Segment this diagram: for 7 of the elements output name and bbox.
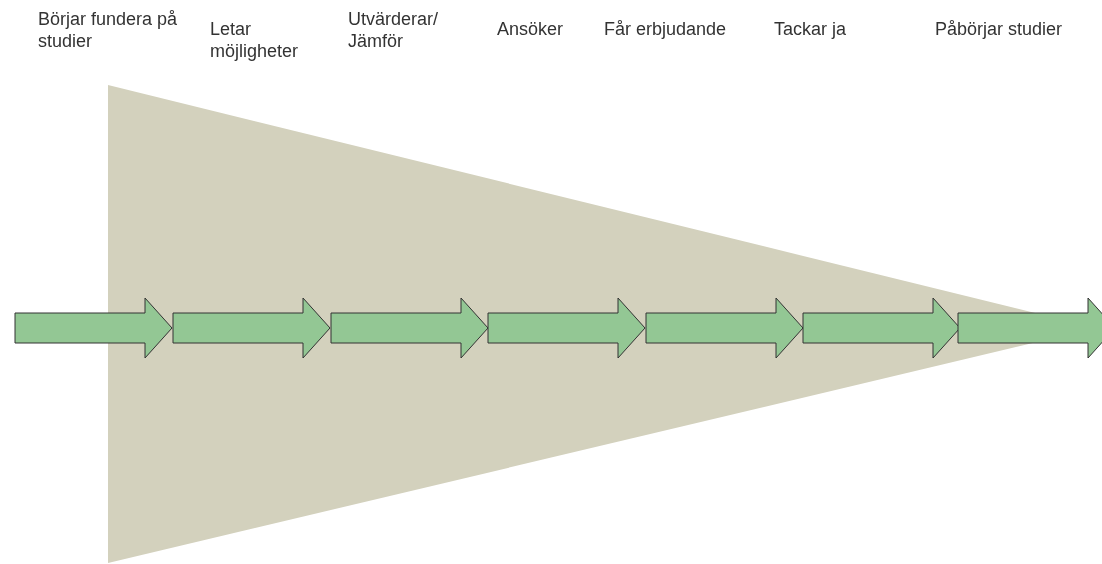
stage-label: Letar möjligheter xyxy=(210,18,300,62)
stage-label: Ansöker xyxy=(497,18,564,40)
stage-label: Utvärderar/ Jämför xyxy=(348,8,440,52)
stage-label: Får erbjudande xyxy=(604,18,727,40)
stage-label: Påbörjar studier xyxy=(935,18,1063,40)
stage-label: Börjar fundera på studier xyxy=(38,8,178,52)
stage-label: Tackar ja xyxy=(774,18,847,40)
